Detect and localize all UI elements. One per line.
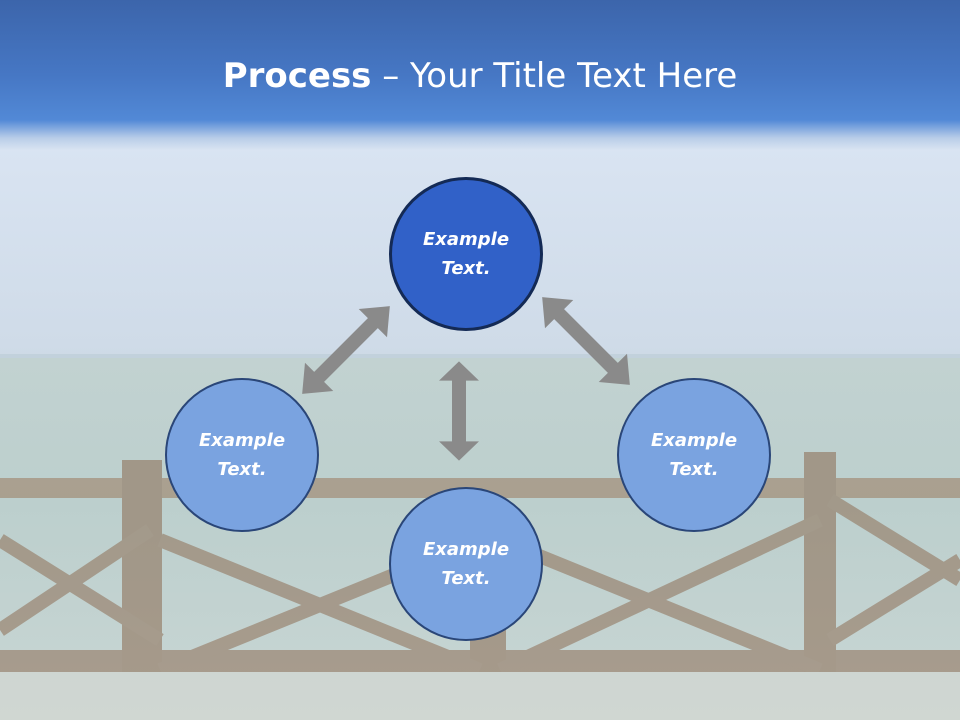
node-label: Example Text. bbox=[422, 229, 510, 279]
title-rest-part: – Your Title Text Here bbox=[371, 56, 738, 96]
double-arrow-vertical bbox=[439, 361, 479, 461]
wooden-fence-illustration bbox=[0, 452, 960, 720]
double-arrow-top-left bbox=[288, 292, 404, 408]
process-node-bottom: Example Text. bbox=[389, 487, 543, 641]
process-node-right: Example Text. bbox=[617, 378, 771, 532]
header-band bbox=[0, 0, 960, 150]
node-label: Example Text. bbox=[650, 430, 738, 480]
slide-title: Process – Your Title Text Here bbox=[0, 54, 960, 98]
process-node-top: Example Text. bbox=[389, 177, 543, 331]
double-arrow-top-right bbox=[528, 283, 644, 399]
horizon-line bbox=[0, 354, 960, 358]
node-label: Example Text. bbox=[198, 430, 286, 480]
process-node-left: Example Text. bbox=[165, 378, 319, 532]
node-label: Example Text. bbox=[422, 539, 510, 589]
title-bold-part: Process bbox=[222, 56, 372, 96]
